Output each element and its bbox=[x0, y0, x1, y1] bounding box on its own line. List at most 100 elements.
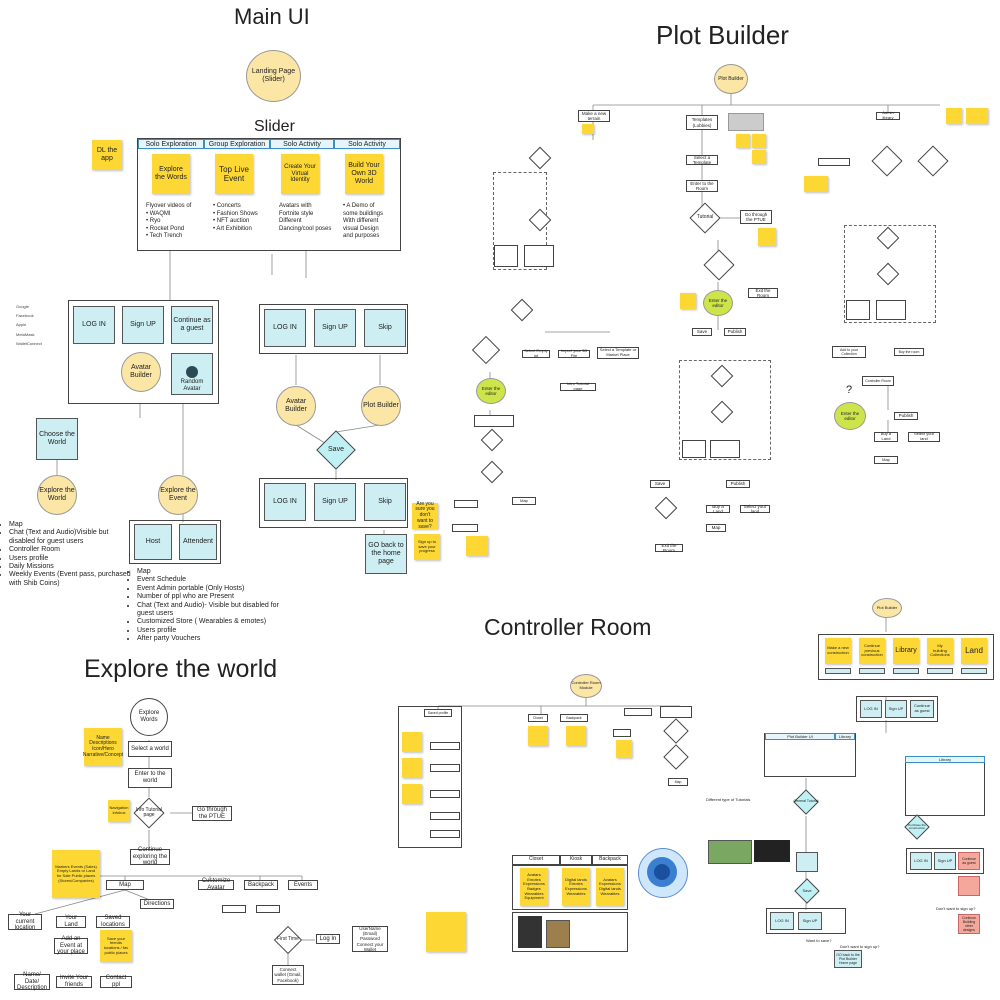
cr-signup-button-3[interactable]: Sign UP bbox=[934, 852, 956, 870]
cr-closet-box[interactable]: Closet bbox=[528, 714, 548, 722]
pb-controller-room[interactable]: Controller Room bbox=[862, 376, 894, 386]
invite-friends-box[interactable]: Invite Your friends bbox=[56, 975, 92, 988]
connect-wallet-box[interactable]: Connect wallet (Gmail, Facebook) bbox=[272, 965, 304, 985]
events-box[interactable]: Events bbox=[288, 880, 318, 890]
enter-world-box[interactable]: Enter to the world bbox=[128, 768, 172, 788]
cr-box-3[interactable] bbox=[430, 790, 460, 798]
select-template[interactable]: Select a Template bbox=[686, 155, 718, 165]
map-box[interactable]: Map bbox=[106, 880, 144, 890]
import-3d-file[interactable]: Import your 3D File bbox=[558, 349, 590, 358]
go-back-pb-button[interactable]: GO back to the Plot Builder Home page bbox=[834, 950, 862, 968]
signup-button-2[interactable]: Sign UP bbox=[314, 309, 356, 347]
name-date-box[interactable]: Name/ Date/ Description bbox=[14, 972, 50, 991]
select-world-box[interactable]: Select a world bbox=[128, 741, 172, 757]
pb-save-box[interactable]: Save bbox=[692, 328, 712, 336]
go-through-ptue[interactable]: Go through the PTUE bbox=[740, 210, 772, 224]
signup-button-3[interactable]: Sign UP bbox=[314, 483, 356, 521]
attendent-button[interactable]: Attendent bbox=[179, 524, 217, 560]
login-button[interactable]: LOG IN bbox=[73, 306, 115, 344]
cr-specialized-box[interactable] bbox=[660, 706, 692, 718]
make-new-terrain[interactable]: Make a new terrain bbox=[578, 110, 610, 122]
pb-publish-box[interactable]: Publish bbox=[724, 328, 746, 336]
cr-box-5[interactable] bbox=[430, 830, 460, 838]
backpack-header[interactable]: Backpack bbox=[592, 855, 628, 865]
admin-library-box[interactable]: Admin library bbox=[876, 111, 900, 120]
login-box-ew[interactable]: Log In bbox=[316, 934, 340, 944]
exit-room-2[interactable]: Exit the Room bbox=[655, 543, 683, 553]
cr-box-2[interactable] bbox=[430, 764, 460, 772]
pb-card-btn-1[interactable] bbox=[825, 668, 851, 674]
pb-map-box[interactable]: Map bbox=[706, 524, 726, 532]
cr-box-4[interactable] bbox=[430, 812, 460, 820]
slider-tab-4[interactable]: Solo Activity bbox=[334, 139, 400, 149]
cr-continue-guest[interactable]: Continue as guest bbox=[958, 852, 980, 870]
cr-login-button[interactable]: LOG IN bbox=[860, 700, 882, 718]
slider-tab-1[interactable]: Solo Exploration bbox=[138, 139, 204, 149]
library-tab[interactable]: Library bbox=[835, 733, 855, 740]
pb-connect-box[interactable] bbox=[494, 245, 518, 267]
add-event-box[interactable]: Add an Event at your place bbox=[54, 936, 88, 955]
customize-avatar-box[interactable]: Customize Avatar bbox=[198, 878, 234, 891]
cr-box-1[interactable] bbox=[430, 742, 460, 750]
templates-box[interactable]: Templates (Lobbies) bbox=[686, 115, 718, 130]
skip-button-2[interactable]: Skip bbox=[364, 483, 406, 521]
pb-save-box-2[interactable]: Save bbox=[650, 480, 670, 488]
host-button[interactable]: Host bbox=[134, 524, 172, 560]
buy-room-box[interactable]: Buy the room bbox=[894, 348, 924, 356]
cr-signup-button-2[interactable]: Sign UP bbox=[798, 912, 822, 930]
pb-map-box-2[interactable]: Map bbox=[512, 497, 536, 505]
buy-land-box[interactable]: Buy a Land bbox=[706, 504, 730, 514]
pb-username-box[interactable] bbox=[524, 245, 554, 267]
saved-locations-box[interactable]: Saved locations bbox=[96, 915, 130, 928]
guest-button[interactable]: Continue as a guest bbox=[171, 306, 213, 344]
your-land-box[interactable]: Your Land bbox=[56, 915, 86, 928]
pb-r-username[interactable] bbox=[876, 300, 906, 320]
pb-small-1[interactable] bbox=[454, 500, 478, 508]
pb-ui-header[interactable]: Plot Builder UI bbox=[765, 733, 835, 740]
login-button-3[interactable]: LOG IN bbox=[264, 483, 306, 521]
go-ptue-box[interactable]: Go through the PTUE bbox=[192, 806, 232, 821]
contact-ppl-box[interactable]: Contact ppl bbox=[100, 975, 132, 988]
connect-wallets-box[interactable] bbox=[682, 440, 706, 458]
pb-r-box-1[interactable] bbox=[818, 158, 850, 166]
username-pw-box[interactable] bbox=[710, 440, 740, 458]
cr-map-box[interactable]: Map bbox=[668, 778, 688, 786]
cr-cyan-box[interactable] bbox=[796, 852, 818, 872]
random-avatar-button[interactable]: Random Avatar bbox=[171, 353, 213, 395]
add-collection-box[interactable]: Add to your Collection bbox=[832, 346, 866, 358]
select-empty-lot[interactable]: Select Empty lot bbox=[522, 349, 550, 358]
exit-room[interactable]: Exit the Room bbox=[748, 288, 778, 298]
go-back-home-button[interactable]: GO back to the home page bbox=[365, 534, 407, 574]
continue-building-box[interactable]: Continue Building other designs bbox=[958, 914, 980, 934]
pb-card-btn-5[interactable] bbox=[961, 668, 987, 674]
cr-login-button-2[interactable]: LOG IN bbox=[770, 912, 794, 930]
library-header[interactable]: Library bbox=[905, 756, 985, 763]
small-box-2[interactable] bbox=[256, 905, 280, 913]
continue-exploring-box[interactable]: Continue exploring the world bbox=[130, 847, 170, 866]
cr-backpack-box[interactable]: Backpack bbox=[560, 714, 588, 722]
login-button-2[interactable]: LOG IN bbox=[264, 309, 306, 347]
enter-room[interactable]: Enter to the Room bbox=[686, 180, 718, 192]
cr-saved-box[interactable] bbox=[624, 708, 652, 716]
cr-red-box-2[interactable] bbox=[958, 876, 980, 896]
intro-tutorial-page[interactable]: Intro Tutorial page bbox=[560, 382, 596, 391]
kiosk-header[interactable]: Kiosk bbox=[560, 855, 592, 865]
directions-box[interactable]: Directions bbox=[140, 899, 174, 909]
pb-card-btn-3[interactable] bbox=[893, 668, 919, 674]
pb-trade-box[interactable] bbox=[452, 524, 478, 532]
pb-card-btn-4[interactable] bbox=[927, 668, 953, 674]
small-box-1[interactable] bbox=[222, 905, 246, 913]
select-land-box[interactable]: Select your land bbox=[740, 504, 770, 514]
cr-guest-button[interactable]: Continue as guest bbox=[910, 700, 934, 718]
pb-card-btn-2[interactable] bbox=[859, 668, 885, 674]
choose-world-button[interactable]: Choose the World bbox=[36, 418, 78, 460]
signup-button[interactable]: Sign UP bbox=[122, 306, 164, 344]
pb-r-connect[interactable] bbox=[846, 300, 870, 320]
pb-library-box[interactable] bbox=[474, 415, 514, 427]
pb-r-map[interactable]: Map bbox=[874, 456, 898, 464]
username-box[interactable]: UserName (Email) Password Connect your W… bbox=[352, 926, 388, 952]
closet-header[interactable]: Closet bbox=[512, 855, 560, 865]
your-location-box[interactable]: Your current location bbox=[8, 912, 42, 931]
slider-tab-3[interactable]: Solo Activity bbox=[270, 139, 334, 149]
select-template-market[interactable]: Select a Template or Market Place bbox=[597, 347, 639, 359]
